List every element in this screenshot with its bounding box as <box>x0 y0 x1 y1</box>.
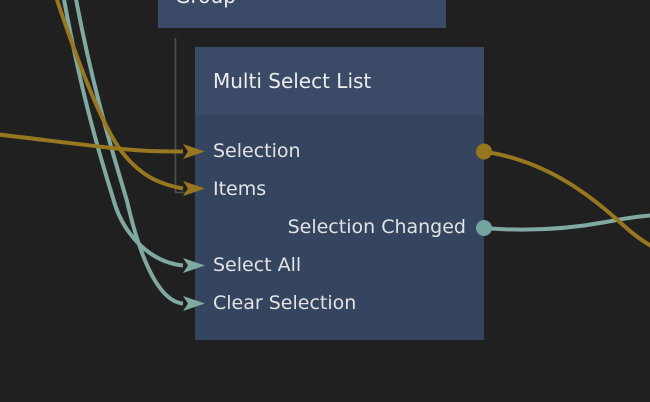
port-row-select-all[interactable]: Select All <box>195 246 484 284</box>
node-multi-select-list[interactable]: Multi Select List Selection Items Select… <box>195 47 484 340</box>
node-body: Selection Items Selection Changed Select… <box>195 115 484 322</box>
wire-gold-selection-out[interactable] <box>483 149 650 250</box>
wire-gold-selection[interactable] <box>0 132 184 154</box>
node-group-title: Group <box>175 0 236 8</box>
wire-teal-clear-selection[interactable] <box>74 0 184 306</box>
arrowhead-clear-selection-icon[interactable] <box>183 296 205 311</box>
port-row-items[interactable]: Items <box>195 170 484 208</box>
port-label-selection-changed: Selection Changed <box>287 216 466 238</box>
wire-teal-selection-changed-out[interactable] <box>483 213 650 232</box>
arrowhead-select-all-icon[interactable] <box>183 258 205 273</box>
port-label-clear-selection: Clear Selection <box>213 292 357 314</box>
port-dot-selection-output-icon[interactable] <box>476 143 492 160</box>
node-group[interactable]: Group <box>158 0 446 28</box>
port-row-selection[interactable]: Selection <box>195 132 484 170</box>
port-row-selection-changed[interactable]: Selection Changed <box>195 208 484 246</box>
wire-gold-items[interactable] <box>54 0 184 191</box>
port-dot-selection-changed-icon[interactable] <box>476 220 492 236</box>
port-label-items: Items <box>213 178 267 200</box>
port-row-clear-selection[interactable]: Clear Selection <box>195 284 484 322</box>
node-title: Multi Select List <box>213 69 372 93</box>
arrowhead-selection-icon[interactable] <box>183 144 205 159</box>
port-label-selection: Selection <box>213 140 301 162</box>
port-label-select-all: Select All <box>213 254 302 276</box>
arrowhead-items-icon[interactable] <box>183 181 205 196</box>
wire-teal-select-all[interactable] <box>62 0 184 268</box>
node-title-bar[interactable]: Multi Select List <box>195 47 484 115</box>
group-boundary-line <box>174 38 192 194</box>
